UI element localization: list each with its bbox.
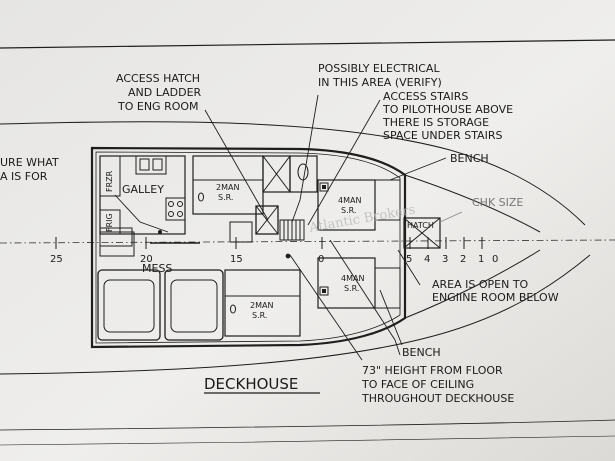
- locker-4man-top: [319, 182, 329, 192]
- mess-settee-right: [164, 269, 224, 341]
- drawing-title: DECKHOUSE: [204, 375, 298, 393]
- fridge-unit: [99, 209, 121, 235]
- bench-top: [374, 179, 401, 221]
- bunk-2man-bottom: [224, 269, 301, 297]
- electrical-area: [229, 221, 253, 243]
- freezer-unit: [99, 155, 121, 197]
- callout-bench-bottom: BENCH: [402, 346, 441, 359]
- galley-sink: [135, 155, 167, 175]
- room-2man-bottom-2: S.R.: [252, 311, 267, 320]
- hatch-x2: [255, 205, 279, 235]
- centerline: [0, 239, 615, 244]
- room-frzr: FRZR: [105, 170, 114, 192]
- burner: [177, 211, 183, 217]
- callout-access-hatch-1: ACCESS HATCH: [116, 72, 200, 85]
- sink-basin-right: [152, 158, 163, 171]
- room-mess: MESS: [142, 262, 172, 275]
- room-galley: GALLEY: [122, 183, 164, 196]
- leader-lines: [114, 94, 447, 361]
- callout-stairs-3: THERE IS STORAGE: [382, 116, 489, 129]
- callout-cutoff-2: A IS FOR: [0, 170, 48, 183]
- bunk-2man-top: [192, 179, 264, 215]
- room-frig: FRIG: [105, 213, 114, 232]
- sink-basin-left: [139, 158, 150, 171]
- room-4man-bottom-2: S.R.: [344, 284, 359, 293]
- station-1: 1: [478, 254, 484, 265]
- station-5: 5: [406, 254, 412, 265]
- room-4man-bottom-1: 4MAN: [341, 274, 364, 283]
- callout-access-hatch-3: TO ENG ROOM: [117, 100, 199, 113]
- callout-access-hatch-2: AND LADDER: [128, 86, 202, 99]
- bow-line-top: [404, 174, 541, 233]
- callout-stairs-1: ACCESS STAIRS: [383, 90, 468, 103]
- callout-height-3: THROUGHOUT DECKHOUSE: [361, 392, 514, 405]
- leader-dot: [285, 253, 291, 259]
- room-4man-top-2: S.R.: [341, 206, 356, 215]
- mess-table-right: [170, 279, 218, 333]
- shower-x2: [262, 155, 291, 193]
- chk-leader: [439, 211, 463, 223]
- hull-outline-top: [0, 121, 586, 226]
- mess-table-left: [103, 279, 155, 333]
- locker-4man-bottom: [319, 286, 329, 296]
- deckhouse-inner-wall: [95, 151, 401, 344]
- mess-cabinet: [99, 231, 135, 257]
- stairs: [279, 219, 305, 241]
- station-0-fwd: 0: [492, 254, 498, 265]
- locker-mark: [322, 289, 326, 293]
- station-20: 20: [140, 254, 153, 265]
- access-hatch: [255, 205, 279, 235]
- station-4: 4: [424, 254, 430, 265]
- sheet-border-line: [0, 39, 615, 49]
- callout-electrical-1: POSSIBLY ELECTRICAL: [318, 62, 440, 75]
- callout-area-open-1: AREA IS OPEN TO: [432, 278, 529, 291]
- callout-height-1: 73" HEIGHT FROM FLOOR: [362, 364, 503, 377]
- callout-bench-top: BENCH: [450, 152, 489, 165]
- room-2man-top-2: S.R.: [218, 193, 233, 202]
- station-25: 25: [50, 254, 63, 265]
- burner: [177, 201, 183, 207]
- room-hatch: HATCH: [407, 221, 434, 230]
- sink-2man-bottom: [230, 304, 236, 314]
- callout-electrical-2: IN THIS AREA (VERIFY): [318, 76, 442, 89]
- head-top: [289, 155, 318, 193]
- burner: [168, 201, 174, 207]
- hatch-box: [403, 217, 441, 249]
- station-ticks: [55, 237, 483, 249]
- leader-dot: [158, 230, 162, 234]
- room-4man-top-1: 4MAN: [338, 196, 361, 205]
- callout-chk-size: CHK SIZE: [472, 196, 523, 209]
- locker-mark: [322, 185, 326, 189]
- callout-stairs-4: SPACE UNDER STAIRS: [383, 129, 502, 142]
- station-0-aft: 0: [318, 254, 324, 265]
- hull-outline-bottom: [0, 254, 591, 375]
- callout-height-2: TO FACE OF CEILING: [361, 378, 474, 391]
- room-2man-top-1: 2MAN: [216, 183, 239, 192]
- lower-view-line: [0, 419, 615, 431]
- mess-settee-left: [97, 269, 161, 341]
- callout-stairs-2: TO PILOTHOUSE ABOVE: [382, 103, 513, 116]
- sink-2man-top: [198, 192, 204, 202]
- galley-stove: [165, 197, 186, 221]
- callout-area-open-2: ENGIINE ROOM BELOW: [432, 291, 559, 304]
- station-15: 15: [230, 254, 243, 265]
- burner: [168, 211, 174, 217]
- station-3: 3: [442, 254, 448, 265]
- bow-line-bottom: [404, 249, 541, 319]
- room-2man-bottom-1: 2MAN: [250, 301, 273, 310]
- callout-cutoff-1: URE WHAT: [0, 156, 59, 169]
- station-2: 2: [460, 254, 466, 265]
